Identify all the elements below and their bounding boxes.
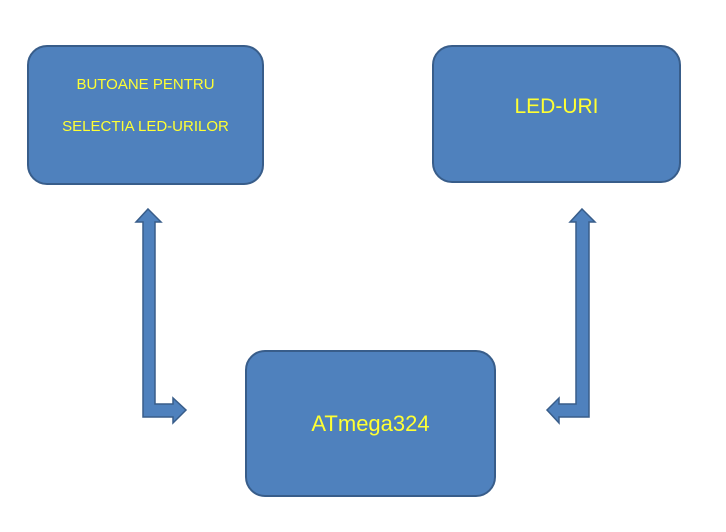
buttons-node-label-line2: SELECTIA LED-URILOR <box>62 117 229 135</box>
buttons-selection-node: BUTOANE PENTRU SELECTIA LED-URILOR <box>27 45 264 185</box>
buttons-node-label-line1: BUTOANE PENTRU <box>76 75 215 93</box>
leds-node: LED-URI <box>432 45 681 183</box>
arrow-mcu-leds-shape <box>545 207 597 425</box>
mcu-node-label: ATmega324 <box>311 410 430 436</box>
mcu-node: ATmega324 <box>245 350 496 497</box>
leds-node-label: LED-URI <box>514 95 599 118</box>
arrow-buttons-mcu-shape <box>134 207 188 425</box>
